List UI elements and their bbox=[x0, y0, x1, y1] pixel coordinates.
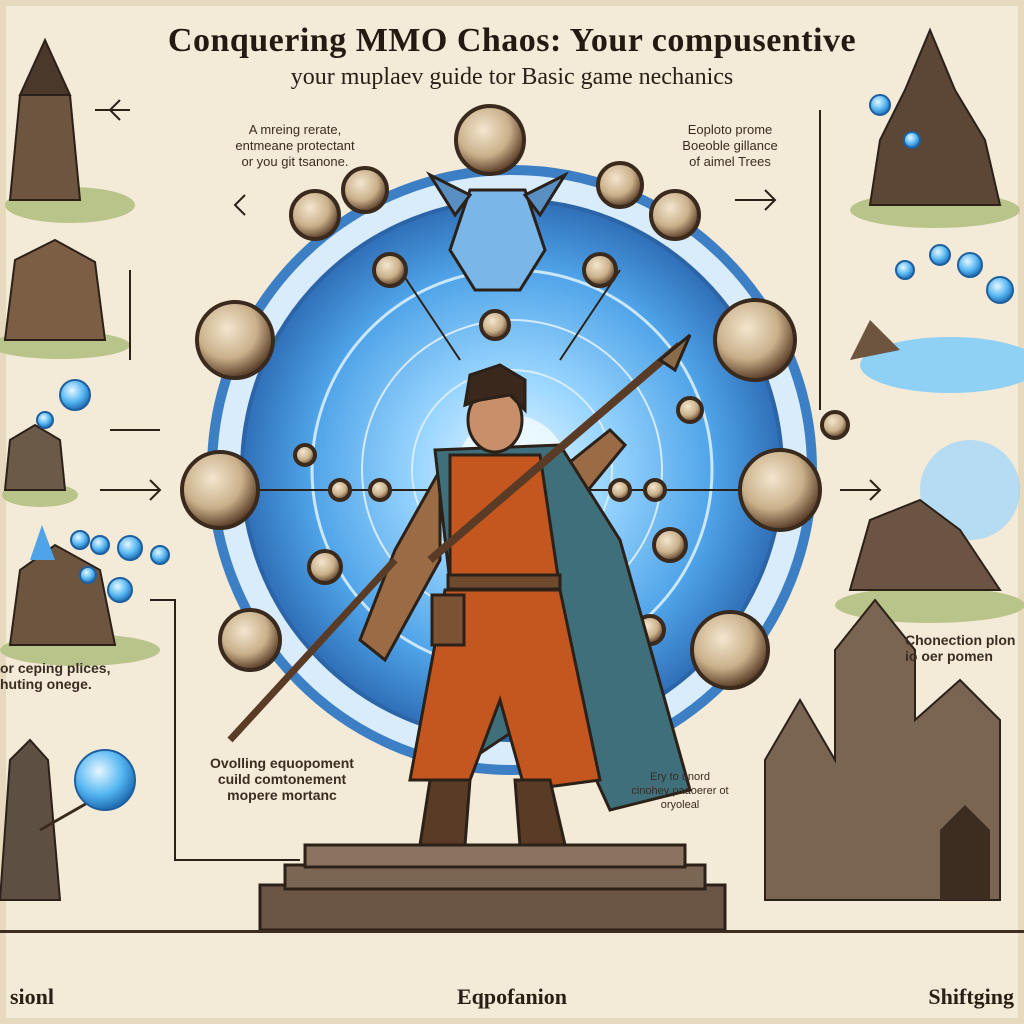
icon-medallion bbox=[218, 608, 282, 672]
icon-medallion bbox=[341, 166, 389, 214]
footer-right-label: Shiftging bbox=[928, 984, 1014, 1009]
ground-line bbox=[0, 930, 1024, 933]
icon-medallion bbox=[289, 189, 341, 241]
icon-medallion bbox=[652, 527, 688, 563]
icon-medallion bbox=[307, 549, 343, 585]
icon-medallion bbox=[713, 298, 797, 382]
icon-medallion bbox=[608, 478, 632, 502]
icon-medallion bbox=[676, 396, 704, 424]
orb bbox=[150, 545, 170, 565]
icon-medallion bbox=[582, 252, 618, 288]
page-title: Conquering MMO Chaos: Your compusentive bbox=[167, 22, 857, 59]
stone-pedestal bbox=[258, 843, 727, 932]
page-subtitle: your muplaev guide tor Basic game nechan… bbox=[290, 64, 734, 90]
footer-left-label: sionl bbox=[10, 984, 55, 1009]
caption-top-left: A mreing rerate, entmeane protectant or … bbox=[235, 122, 355, 169]
caption-top-right: Eoploto prome Boeoble gillance of aimel … bbox=[682, 122, 778, 169]
hero-figure bbox=[227, 333, 692, 847]
orb bbox=[74, 749, 136, 811]
guardian-mask bbox=[425, 171, 570, 292]
icon-medallion bbox=[820, 410, 850, 440]
icon-medallion bbox=[738, 448, 822, 532]
caption-center-right: Ery to unord cinohey paaoerer ot oryolea… bbox=[631, 771, 729, 811]
icon-medallion bbox=[372, 252, 408, 288]
icon-medallion bbox=[180, 450, 260, 530]
orb bbox=[869, 94, 891, 116]
orb bbox=[90, 535, 110, 555]
orb bbox=[117, 535, 143, 561]
icon-medallion bbox=[328, 478, 352, 502]
arrow-heads bbox=[108, 99, 882, 501]
icon-medallion bbox=[479, 309, 511, 341]
mana-orbs bbox=[36, 94, 1014, 811]
icon-medallion bbox=[195, 300, 275, 380]
orb bbox=[79, 566, 97, 584]
icon-medallion bbox=[643, 478, 667, 502]
right-scenery bbox=[764, 27, 1024, 901]
orb bbox=[929, 244, 951, 266]
orb bbox=[70, 530, 90, 550]
icon-medallion bbox=[690, 610, 770, 690]
orb bbox=[903, 131, 921, 149]
orb bbox=[986, 276, 1014, 304]
orb bbox=[36, 411, 54, 429]
footer-center-label: Eqpofanion bbox=[456, 984, 568, 1009]
orb bbox=[107, 577, 133, 603]
icon-medallion bbox=[649, 189, 701, 241]
orb bbox=[59, 379, 91, 411]
icon-medallion bbox=[368, 478, 392, 502]
icon-medallion bbox=[293, 443, 317, 467]
caption-center-low: Ovolling equopoment cuild comtonement mo… bbox=[210, 755, 354, 803]
orb bbox=[895, 260, 915, 280]
icon-medallion bbox=[454, 104, 526, 176]
orb bbox=[957, 252, 983, 278]
icon-medallion bbox=[596, 161, 644, 209]
caption-mid-right: Chonection plon io oer pomen bbox=[905, 632, 1016, 664]
caption-mid-left: or ceping plices, huting onege. bbox=[0, 660, 111, 692]
